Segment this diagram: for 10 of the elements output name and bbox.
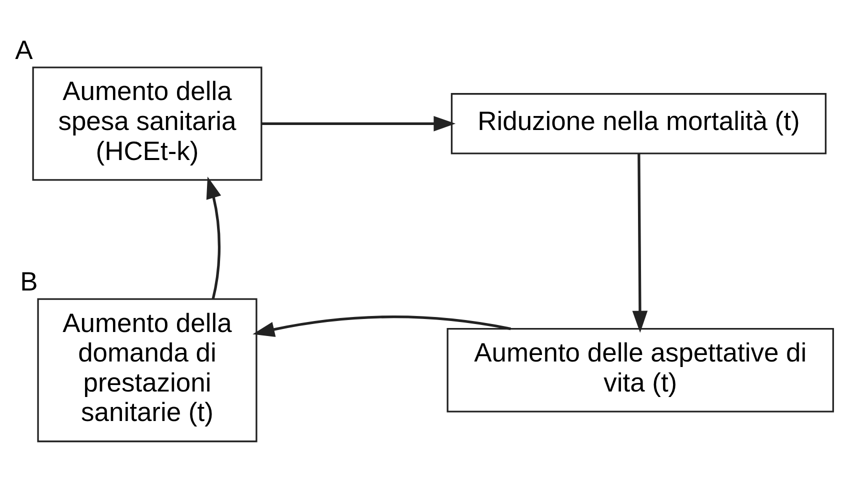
node-label: A [15, 34, 33, 64]
node-box: Riduzione nella mortalità (t) [450, 92, 827, 154]
arrow [261, 116, 456, 131]
node-box: Aumento della domanda di prestazioni sanitarie (t) [37, 298, 258, 442]
arrow [252, 315, 511, 336]
arrow [632, 153, 648, 332]
node-box: Aumento della spesa sanitaria (HCEt-k) [32, 66, 262, 180]
arrow [206, 176, 222, 299]
node-label: B [20, 266, 38, 296]
node-box: Aumento delle aspettative di vita (t) [446, 328, 834, 412]
